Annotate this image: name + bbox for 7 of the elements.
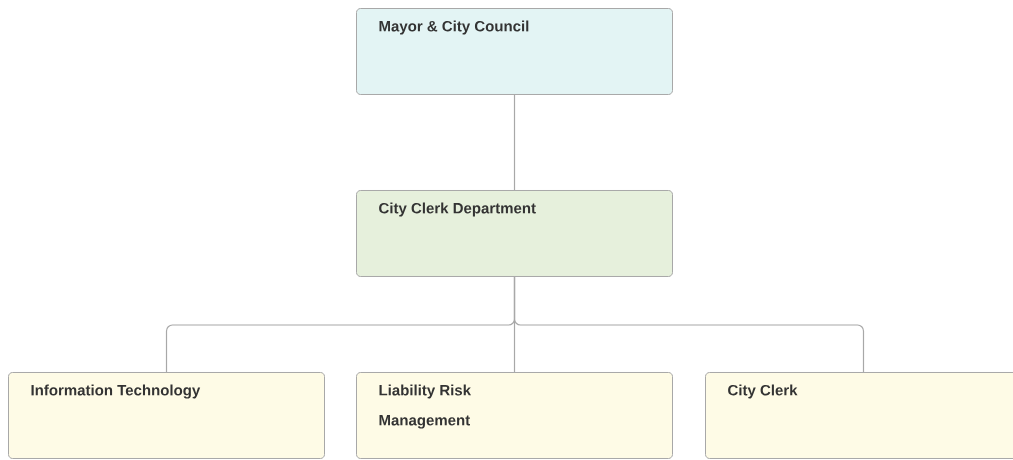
org-box: Information Technology [8, 372, 325, 459]
connector-line [513, 276, 865, 373]
org-box: City Clerk [705, 372, 1013, 459]
org-box: City Clerk Department [356, 190, 673, 277]
connector-line [513, 94, 516, 191]
org-box: Mayor & City Council [356, 8, 673, 95]
org-box: Liability Risk Management [356, 372, 673, 459]
